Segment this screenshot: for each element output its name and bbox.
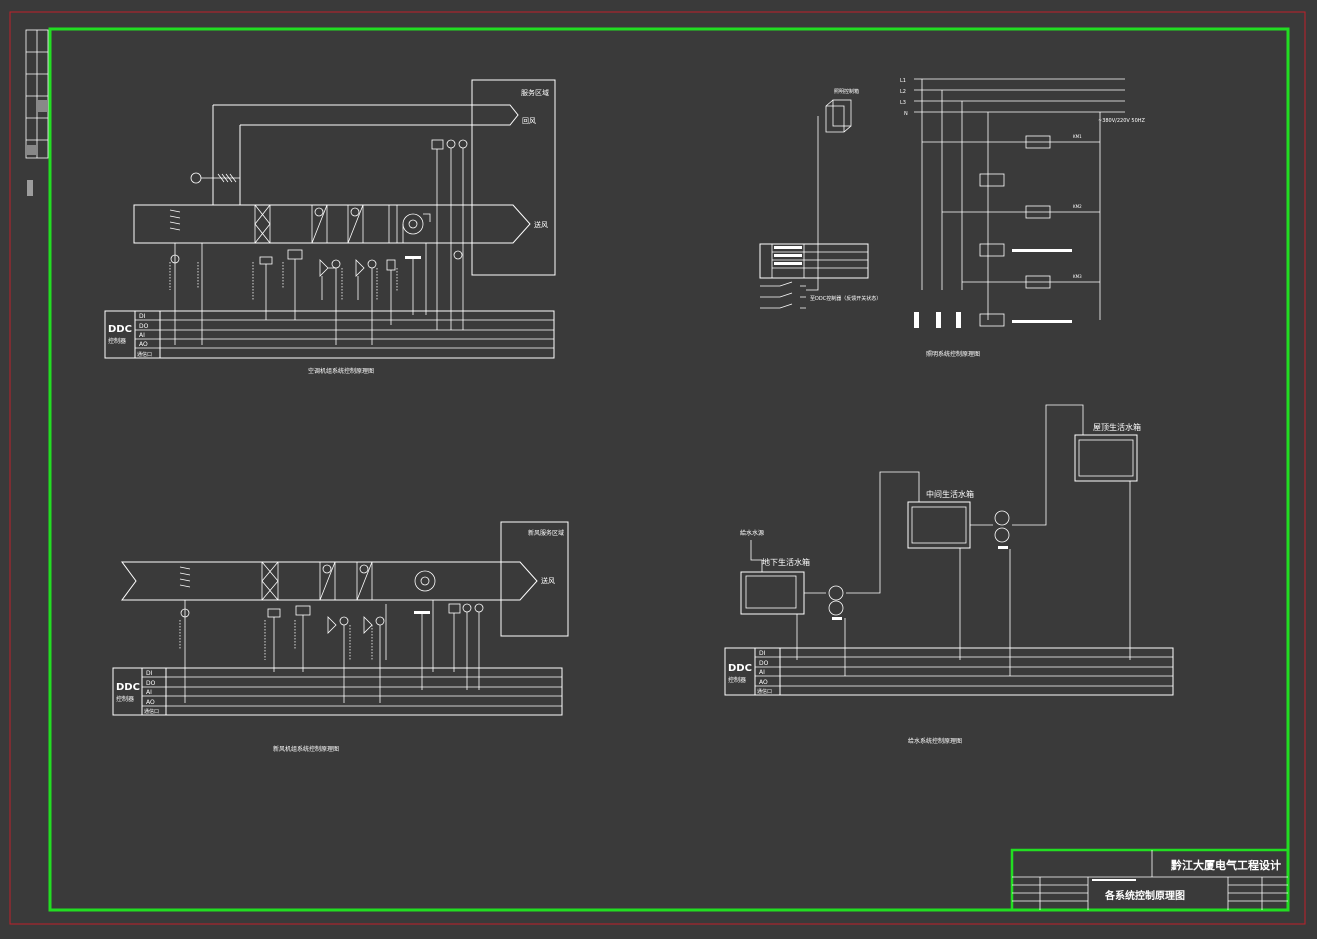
- ahu-ddc-row-ao: AO: [139, 341, 148, 348]
- ahu-ddc-row-ai: AI: [139, 332, 145, 339]
- ahu-ddc-row-comm: 通信口: [137, 351, 152, 358]
- ahu-caption: 空调机组系统控制原理图: [308, 367, 374, 375]
- pump-icon: [828, 585, 844, 601]
- project-title: 黔江大厦电气工程设计: [1171, 858, 1281, 872]
- water-ddc-row-ai: AI: [759, 669, 765, 676]
- water-source-label: 給水水源: [740, 529, 764, 537]
- ahu-service-zone: [471, 79, 556, 276]
- phase-l2: L2: [900, 89, 906, 95]
- fresh-air-ddc-row-ao: AO: [146, 699, 155, 706]
- drawing-title: 各系统控制原理图: [1104, 889, 1185, 902]
- water-ddc-subtitle: 控制器: [728, 676, 746, 684]
- filter-icon: [254, 204, 271, 244]
- fresh-air-duct: [121, 561, 538, 601]
- lighting-ddc-table: [759, 243, 869, 279]
- fresh-air-supply-label: 送风: [541, 576, 555, 585]
- fresh-air-zone-label: 新风服务区域: [528, 529, 564, 537]
- water-ddc-table: DDC 控制器 DI DO AI AO 通信口: [724, 647, 1174, 696]
- ahu-duct: [133, 204, 531, 244]
- pump-icon: [994, 510, 1010, 526]
- tank-basement-label: 地下生活水箱: [762, 557, 810, 567]
- tank-mid: [907, 501, 971, 549]
- lighting-ddc-label: 至DDC控制器（反馈开关状态）: [810, 295, 881, 302]
- title-block: 黔江大厦电气工程设计 各系统控制原理图: [1010, 848, 1290, 912]
- ahu-diagram: 服务区域 回风 送风: [133, 79, 556, 345]
- lighting-panel-label: 照明控制箱: [834, 88, 859, 95]
- lighting-panel-box: [832, 99, 852, 127]
- ahu-ddc-table: DDC 控制器 DI DO AI AO 通信口: [104, 310, 555, 359]
- outer-frame: [9, 11, 1306, 925]
- ahu-zone-label: 服务区域: [521, 88, 549, 97]
- fresh-air-ddc-row-do: DO: [146, 680, 156, 687]
- fresh-air-ddc-row-ai: AI: [146, 689, 152, 696]
- pump-icon: [828, 600, 844, 616]
- fresh-air-ddc-row-comm: 通信口: [144, 708, 159, 715]
- ahu-ddc-title: DDC: [108, 324, 132, 335]
- phase-l1: L1: [900, 78, 906, 84]
- lighting-caption: 照明系统控制原理图: [926, 350, 980, 358]
- humidifier-icon: [388, 204, 398, 244]
- fresh-air-ddc-table: DDC 控制器 DI DO AI AO 通信口: [112, 667, 563, 716]
- ahu-supply-air-label: 送风: [534, 220, 548, 229]
- water-diagram: 給水水源 地下生活水箱 中间生活水箱 屋顶生活水箱: [740, 404, 1141, 676]
- heating-coil-icon: [347, 204, 364, 244]
- fresh-air-zone: [500, 521, 569, 637]
- cooling-coil-icon: [311, 204, 328, 244]
- tank-roof-label: 屋顶生活水箱: [1093, 422, 1141, 432]
- km1-label: KM1: [1073, 134, 1082, 139]
- fresh-air-ddc-row-di: DI: [146, 670, 153, 677]
- water-ddc-title: DDC: [728, 663, 752, 674]
- damper-actuator-icon: [190, 172, 202, 184]
- ahu-ddc-row-di: DI: [139, 313, 146, 320]
- water-ddc-row-di: DI: [759, 650, 766, 657]
- fresh-air-ddc-title: DDC: [116, 682, 140, 693]
- ahu-return-air-label: 回风: [522, 117, 536, 125]
- binding-strip: [25, 29, 49, 196]
- ahu-ddc-row-do: DO: [139, 323, 149, 330]
- ahu-dpt-sensor: [431, 139, 444, 150]
- pump-icon: [994, 527, 1010, 543]
- water-caption: 给水系统控制原理图: [908, 737, 962, 745]
- inner-frame: [48, 27, 1290, 912]
- phase-l3: L3: [900, 100, 906, 106]
- fresh-air-caption: 新风机组系统控制原理图: [273, 745, 339, 753]
- fan-icon: [402, 213, 424, 235]
- lighting-diagram: 照明控制箱 至DDC控制器（反馈开关状态） L1 L2 L3 N ~380V/2…: [759, 78, 1146, 328]
- phase-n: N: [904, 111, 908, 117]
- water-ddc-row-do: DO: [759, 660, 769, 667]
- km2-label: KM2: [1073, 204, 1082, 209]
- water-ddc-row-ao: AO: [759, 679, 768, 686]
- km3-label: KM3: [1073, 274, 1082, 279]
- tank-roof: [1074, 434, 1138, 482]
- tank-mid-label: 中间生活水箱: [926, 489, 974, 499]
- fresh-air-ddc-subtitle: 控制器: [116, 695, 134, 703]
- lighting-voltage-label: ~380V/220V 50HZ: [1098, 118, 1146, 124]
- ahu-ddc-subtitle: 控制器: [108, 337, 126, 345]
- water-ddc-row-comm: 通信口: [757, 688, 772, 695]
- fresh-air-diagram: 新风服务区域 送风: [121, 521, 569, 703]
